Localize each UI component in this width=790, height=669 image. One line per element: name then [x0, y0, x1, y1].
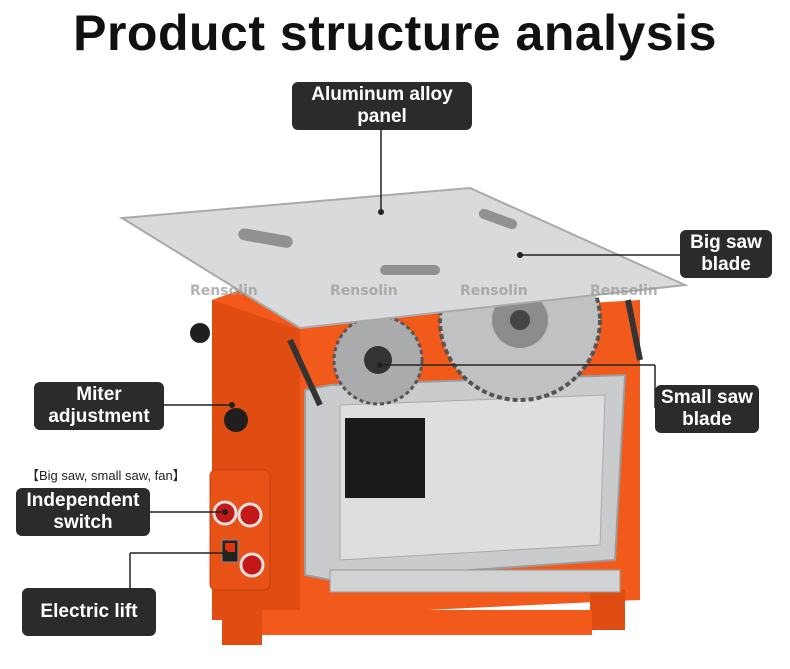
- miter-knob: [224, 408, 248, 432]
- small-saw-switch: [237, 502, 263, 528]
- watermark-4: Rensolin: [590, 283, 658, 299]
- label-electric-lift: Electric lift: [22, 588, 156, 636]
- watermark-2: Rensolin: [330, 283, 398, 299]
- watermark-row: Rensolin Rensolin Rensolin Rensolin: [190, 283, 658, 299]
- label-text: blade: [682, 409, 732, 430]
- label-text: Electric lift: [40, 601, 138, 622]
- label-text: blade: [701, 254, 751, 275]
- page-title: Product structure analysis: [73, 5, 717, 61]
- small-saw-blade: [332, 314, 424, 406]
- front-left-leg: [222, 600, 262, 645]
- aluminum-panel: [118, 186, 689, 330]
- label-text: switch: [53, 512, 113, 533]
- label-text: Small saw: [661, 387, 753, 408]
- label-text: Big saw: [690, 232, 762, 253]
- label-text: panel: [357, 106, 407, 127]
- watermark-3: Rensolin: [460, 283, 528, 299]
- label-text: Miter: [76, 384, 122, 405]
- label-text: Independent: [26, 490, 140, 511]
- switch-note: 【Big saw, small saw, fan】: [26, 468, 186, 483]
- watermark-1: Rensolin: [190, 283, 258, 299]
- front-right-leg: [590, 590, 625, 630]
- warning-sticker: [345, 418, 425, 498]
- label-text: Aluminum alloy: [311, 84, 453, 105]
- fan-switch: [239, 552, 265, 578]
- side-knob: [190, 323, 210, 343]
- label-text: adjustment: [48, 406, 150, 427]
